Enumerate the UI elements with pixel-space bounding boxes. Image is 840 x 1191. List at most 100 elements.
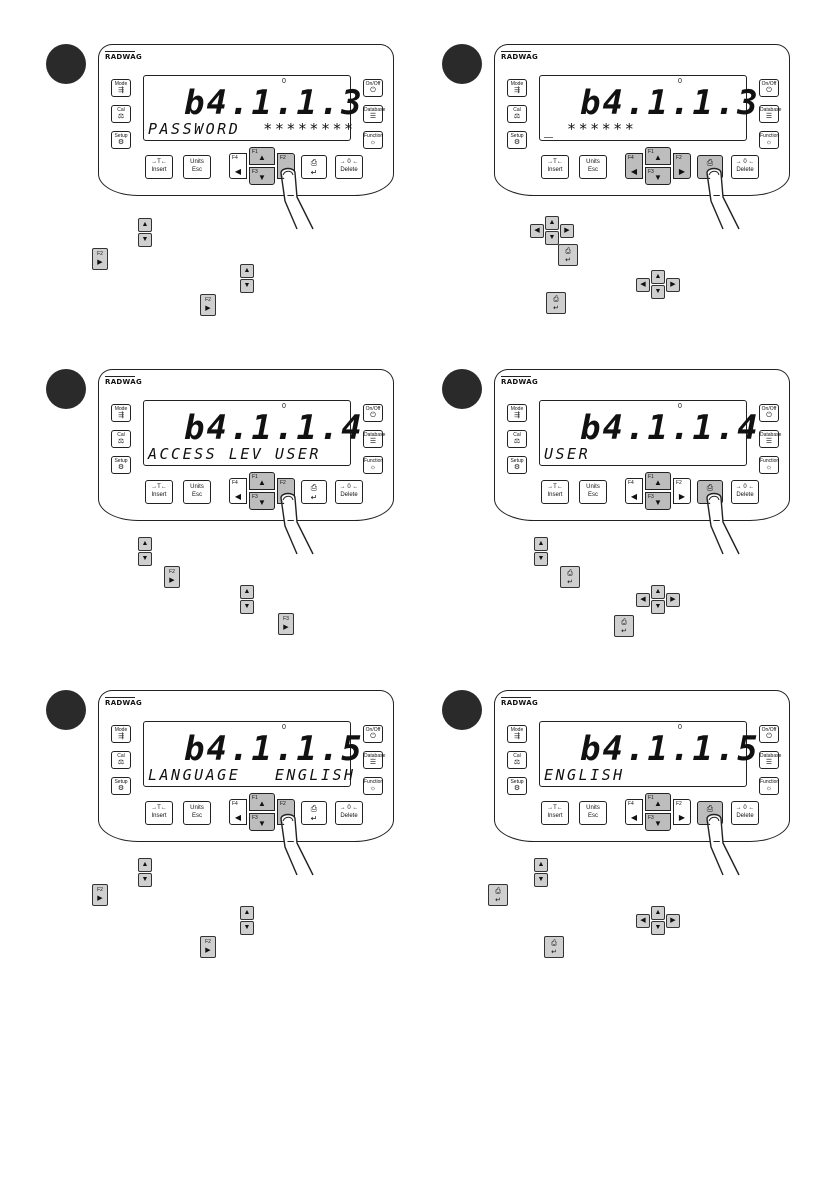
tare-key[interactable]: →T←Insert bbox=[145, 480, 173, 504]
arrow-left-icon: ◀ bbox=[630, 813, 638, 822]
tare-key[interactable]: →T←Insert bbox=[541, 155, 569, 179]
enter-key[interactable]: ⎙↵ bbox=[301, 480, 327, 504]
parameter-code: b4.1.1.5 bbox=[580, 729, 760, 769]
zero-key[interactable]: → 0 ←Delete bbox=[335, 801, 363, 825]
pressing-finger-icon bbox=[280, 492, 314, 555]
mode-icon: ⇶ bbox=[118, 733, 124, 740]
cal-key[interactable]: Cal⚖ bbox=[507, 430, 527, 448]
function-key[interactable]: Function☼ bbox=[759, 777, 779, 795]
database-key[interactable]: Database☰ bbox=[759, 430, 781, 448]
database-key[interactable]: Database☰ bbox=[363, 430, 385, 448]
enter-key-icon: ⎙↵ bbox=[544, 936, 564, 958]
database-key[interactable]: Database☰ bbox=[759, 751, 781, 769]
power-icon: ⏻ bbox=[766, 733, 772, 740]
cal-key[interactable]: Cal⚖ bbox=[111, 430, 131, 448]
onoff-key[interactable]: On/Off⏻ bbox=[759, 404, 779, 422]
f2-right-key[interactable]: F2▶ bbox=[673, 153, 691, 179]
arrow-up-key-icon: ▲ bbox=[138, 537, 152, 551]
f3-down-key[interactable]: F3▼ bbox=[249, 492, 275, 510]
setup-key[interactable]: Setup⚙ bbox=[111, 456, 131, 474]
onoff-key[interactable]: On/Off⏻ bbox=[363, 404, 383, 422]
tare-key[interactable]: →T←Insert bbox=[541, 480, 569, 504]
database-icon: ☰ bbox=[765, 759, 773, 766]
setup-key[interactable]: Setup⚙ bbox=[111, 131, 131, 149]
setup-key[interactable]: Setup⚙ bbox=[507, 777, 527, 795]
enter-icon: ↵ bbox=[310, 493, 318, 502]
tare-key[interactable]: →T←Insert bbox=[145, 155, 173, 179]
f4-left-key[interactable]: F4◀ bbox=[229, 799, 247, 825]
arrow-down-key-icon: ▼ bbox=[545, 231, 559, 245]
onoff-key[interactable]: On/Off⏻ bbox=[363, 725, 383, 743]
f1-up-key[interactable]: F1▲ bbox=[645, 147, 671, 165]
function-key[interactable]: Function☼ bbox=[363, 131, 383, 149]
f3-down-key[interactable]: F3▼ bbox=[645, 167, 671, 185]
mode-key[interactable]: Mode⇶ bbox=[507, 404, 527, 422]
stability-indicator: 0 bbox=[282, 724, 286, 731]
f4-left-key[interactable]: F4◀ bbox=[229, 478, 247, 504]
database-key[interactable]: Database☰ bbox=[759, 105, 781, 123]
mode-key[interactable]: Mode⇶ bbox=[111, 79, 131, 97]
database-key[interactable]: Database☰ bbox=[363, 751, 385, 769]
enter-key[interactable]: ⎙↵ bbox=[301, 155, 327, 179]
database-key[interactable]: Database☰ bbox=[363, 105, 385, 123]
cal-key[interactable]: Cal⚖ bbox=[111, 751, 131, 769]
f3-down-key[interactable]: F3▼ bbox=[645, 813, 671, 831]
cal-key[interactable]: Cal⚖ bbox=[507, 751, 527, 769]
arrow-right-icon: ▶ bbox=[678, 167, 686, 176]
arrow-down-key-icon: ▼ bbox=[240, 600, 254, 614]
cal-icon: ⚖ bbox=[117, 113, 125, 120]
onoff-key[interactable]: On/Off⏻ bbox=[759, 725, 779, 743]
f4-left-key[interactable]: F4◀ bbox=[625, 153, 643, 179]
cal-key[interactable]: Cal⚖ bbox=[111, 105, 131, 123]
setup-key[interactable]: Setup⚙ bbox=[111, 777, 131, 795]
f1-up-key[interactable]: F1▲ bbox=[249, 793, 275, 811]
f3-down-key[interactable]: F3▼ bbox=[249, 813, 275, 831]
zero-key[interactable]: → 0 ←Delete bbox=[335, 480, 363, 504]
mode-key[interactable]: Mode⇶ bbox=[111, 725, 131, 743]
power-icon: ⏻ bbox=[370, 733, 376, 740]
enter-key[interactable]: ⎙↵ bbox=[301, 801, 327, 825]
zero-key[interactable]: → 0 ←Delete bbox=[731, 480, 759, 504]
f1-up-key[interactable]: F1▲ bbox=[249, 472, 275, 490]
f3-down-key[interactable]: F3▼ bbox=[645, 492, 671, 510]
onoff-key[interactable]: On/Off⏻ bbox=[759, 79, 779, 97]
tare-key[interactable]: →T←Insert bbox=[145, 801, 173, 825]
mode-key[interactable]: Mode⇶ bbox=[507, 725, 527, 743]
f1-up-key[interactable]: F1▲ bbox=[645, 472, 671, 490]
onoff-key[interactable]: On/Off⏻ bbox=[363, 79, 383, 97]
function-key[interactable]: Function☼ bbox=[759, 131, 779, 149]
zero-key[interactable]: → 0 ←Delete bbox=[731, 801, 759, 825]
setup-key[interactable]: Setup⚙ bbox=[507, 456, 527, 474]
f2-right-key[interactable]: F2▶ bbox=[673, 478, 691, 504]
f4-left-key[interactable]: F4◀ bbox=[625, 799, 643, 825]
f4-left-key[interactable]: F4◀ bbox=[625, 478, 643, 504]
arrow-left-icon: ◀ bbox=[630, 167, 638, 176]
function-key[interactable]: Function☼ bbox=[363, 456, 383, 474]
f3-down-key[interactable]: F3▼ bbox=[249, 167, 275, 185]
function-key[interactable]: Function☼ bbox=[759, 456, 779, 474]
f2-right-key-icon: F2▶ bbox=[92, 248, 108, 270]
balance-terminal: RADWAG Mode⇶ Cal⚖ Setup⚙ 0 b4.1.1.3 _ **… bbox=[494, 44, 790, 230]
zero-key[interactable]: → 0 ←Delete bbox=[731, 155, 759, 179]
mode-key[interactable]: Mode⇶ bbox=[111, 404, 131, 422]
tare-key[interactable]: →T←Insert bbox=[541, 801, 569, 825]
zero-key[interactable]: → 0 ←Delete bbox=[335, 155, 363, 179]
f2-right-key[interactable]: F2▶ bbox=[673, 799, 691, 825]
f1-up-key[interactable]: F1▲ bbox=[645, 793, 671, 811]
cal-icon: ⚖ bbox=[117, 438, 125, 445]
cal-key[interactable]: Cal⚖ bbox=[507, 105, 527, 123]
arrow-down-icon: ▼ bbox=[258, 173, 266, 182]
function-key[interactable]: Function☼ bbox=[363, 777, 383, 795]
function-icon: ☼ bbox=[765, 785, 773, 792]
mode-key[interactable]: Mode⇶ bbox=[507, 79, 527, 97]
f4-left-key[interactable]: F4◀ bbox=[229, 153, 247, 179]
f1-up-key[interactable]: F1▲ bbox=[249, 147, 275, 165]
setup-key[interactable]: Setup⚙ bbox=[507, 131, 527, 149]
mode-icon: ⇶ bbox=[118, 87, 124, 94]
